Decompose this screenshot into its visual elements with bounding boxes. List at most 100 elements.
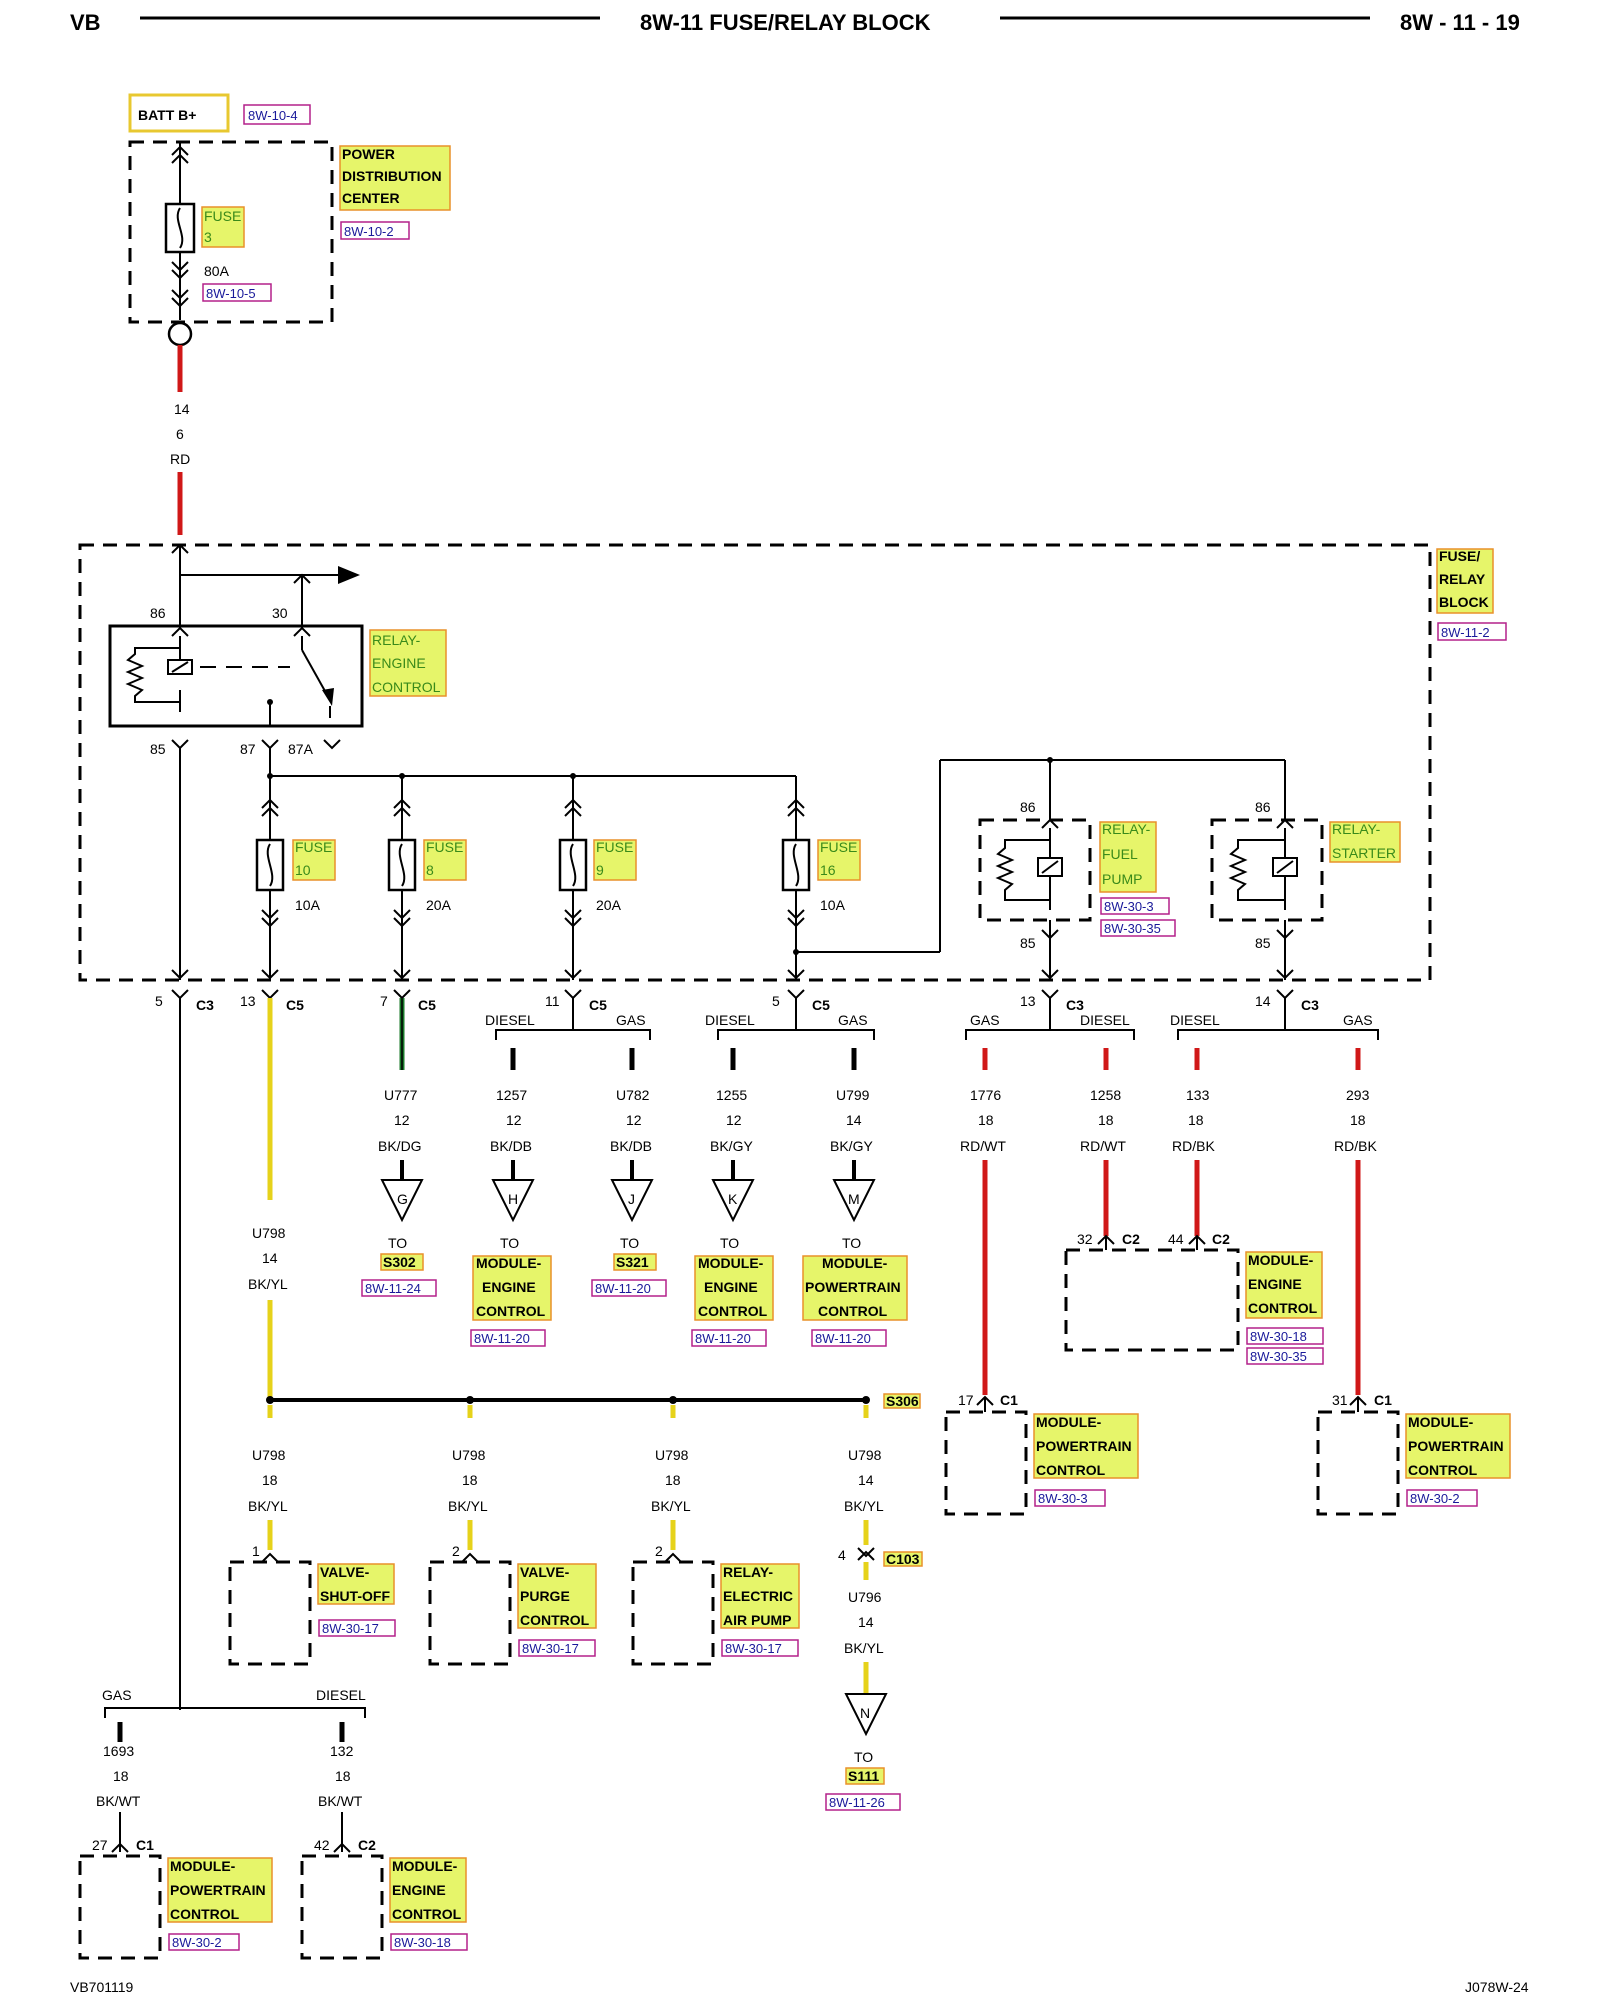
svg-text:TO: TO xyxy=(388,1235,407,1251)
relay-ecm-pin85: 85 xyxy=(150,741,166,757)
fuse-9-icon xyxy=(558,838,588,892)
split-c5-5-diesel: DIESEL xyxy=(705,1012,755,1028)
relay-fuel-ref-2: 8W-30-35 xyxy=(1104,921,1161,936)
svg-text:U798: U798 xyxy=(848,1447,882,1463)
split-c5-5-gas: GAS xyxy=(838,1012,868,1028)
svg-text:1776: 1776 xyxy=(970,1087,1001,1103)
svg-text:14: 14 xyxy=(858,1472,874,1488)
svg-text:8W-11-20: 8W-11-20 xyxy=(595,1281,651,1296)
fuse8-amps: 20A xyxy=(426,897,452,913)
svg-text:12: 12 xyxy=(626,1112,642,1128)
svg-text:8W-30-2: 8W-30-2 xyxy=(172,1935,222,1950)
svg-text:BK/YL: BK/YL xyxy=(844,1498,884,1514)
svg-text:TO: TO xyxy=(500,1235,519,1251)
wire-1258: 1258 18 RD/WT xyxy=(1080,1087,1126,1154)
svg-text:18: 18 xyxy=(335,1768,351,1784)
svg-text:TO: TO xyxy=(620,1235,639,1251)
svg-text:293: 293 xyxy=(1346,1087,1370,1103)
module-powertrain-control-fuel: 17 C1 MODULE- POWERTRAIN CONTROL 8W-30-3 xyxy=(944,1392,1139,1516)
svg-text:C2: C2 xyxy=(1122,1231,1140,1247)
fuse3-label-2: 3 xyxy=(204,229,212,245)
conn4-cav: 11 xyxy=(545,993,560,1009)
svg-text:S321: S321 xyxy=(616,1254,649,1270)
svg-text:8W-30-17: 8W-30-17 xyxy=(725,1641,782,1656)
relay-fuel-pin86: 86 xyxy=(1020,799,1036,815)
svg-text:C2: C2 xyxy=(358,1837,376,1853)
svg-text:BK/GY: BK/GY xyxy=(830,1138,873,1154)
svg-text:BK/DG: BK/DG xyxy=(378,1138,422,1154)
wire-1776: 1776 18 RD/WT xyxy=(960,1087,1006,1154)
svg-text:18: 18 xyxy=(1188,1112,1204,1128)
svg-text:U798: U798 xyxy=(655,1447,689,1463)
battery-source: BATT B+ 8W-10-4 xyxy=(128,93,311,133)
fuse10-amps: 10A xyxy=(295,897,321,913)
svg-text:RD/BK: RD/BK xyxy=(1172,1138,1215,1154)
batt-ref: 8W-10-4 xyxy=(248,108,298,123)
svg-text:DIESEL: DIESEL xyxy=(316,1687,366,1703)
svg-text:BK/WT: BK/WT xyxy=(96,1793,141,1809)
fuse10-label-1: FUSE xyxy=(295,839,332,855)
svg-text:POWERTRAIN: POWERTRAIN xyxy=(1036,1438,1132,1454)
terminal-g: G TO S302 8W-11-24 xyxy=(361,1179,437,1297)
terminal-j: J TO S321 8W-11-20 xyxy=(591,1179,667,1297)
svg-text:CONTROL: CONTROL xyxy=(392,1906,462,1922)
main-cavity: 14 xyxy=(174,401,190,417)
wire-293: 293 18 RD/BK xyxy=(1334,1087,1377,1154)
fuse9-label-1: FUSE xyxy=(596,839,633,855)
svg-text:GAS: GAS xyxy=(102,1687,132,1703)
svg-text:S306: S306 xyxy=(886,1393,919,1409)
svg-text:U777: U777 xyxy=(384,1087,418,1103)
svg-text:1: 1 xyxy=(252,1543,260,1559)
header-title: 8W-11 FUSE/RELAY BLOCK xyxy=(640,10,931,35)
relay-starter-pin86: 86 xyxy=(1255,799,1271,815)
svg-text:ENGINE: ENGINE xyxy=(704,1279,758,1295)
relay-starter: 86 RELAY- STARTER 85 xyxy=(1210,799,1401,980)
svg-text:8W-11-20: 8W-11-20 xyxy=(695,1331,751,1346)
fuse3-ref: 8W-10-5 xyxy=(206,286,256,301)
svg-text:C2: C2 xyxy=(1212,1231,1230,1247)
relay-fuel-name-1: RELAY- xyxy=(1102,821,1151,837)
conn2-name: C5 xyxy=(286,997,304,1013)
fuse16-label-2: 16 xyxy=(820,862,836,878)
split-c3-14-gas: GAS xyxy=(1343,1012,1373,1028)
conn5-name: C5 xyxy=(812,997,830,1013)
relay-starter-name-2: STARTER xyxy=(1332,845,1396,861)
svg-text:8W-11-20: 8W-11-20 xyxy=(815,1331,871,1346)
svg-text:1258: 1258 xyxy=(1090,1087,1121,1103)
svg-text:S302: S302 xyxy=(383,1254,416,1270)
svg-text:ENGINE: ENGINE xyxy=(392,1882,446,1898)
svg-text:CONTROL: CONTROL xyxy=(818,1303,888,1319)
svg-text:POWERTRAIN: POWERTRAIN xyxy=(170,1882,266,1898)
frb-name-3: BLOCK xyxy=(1439,594,1489,610)
svg-text:4: 4 xyxy=(838,1547,846,1563)
svg-text:U798: U798 xyxy=(252,1225,286,1241)
page-header: VB 8W-11 FUSE/RELAY BLOCK 8W - 11 - 19 xyxy=(70,10,1520,35)
svg-text:MODULE-: MODULE- xyxy=(392,1858,458,1874)
svg-text:K: K xyxy=(728,1191,738,1207)
module-engine-control-c2: 32 C2 44 C2 MODULE- ENGINE CONTROL 8W-30… xyxy=(1064,1231,1324,1365)
top-wire-labels: U777 12 BK/DG 1257 12 BK/DB U782 12 BK/D… xyxy=(378,1087,1377,1154)
split-c3-14-diesel: DIESEL xyxy=(1170,1012,1220,1028)
svg-text:12: 12 xyxy=(726,1112,742,1128)
svg-text:2: 2 xyxy=(452,1543,460,1559)
svg-text:U798: U798 xyxy=(452,1447,486,1463)
svg-text:31: 31 xyxy=(1332,1392,1348,1408)
relay-starter-pin85: 85 xyxy=(1255,935,1271,951)
wire-1255: 1255 12 BK/GY xyxy=(710,1087,753,1154)
fuse-8-icon xyxy=(387,838,417,892)
fuse9-label-2: 9 xyxy=(596,862,604,878)
svg-text:BK/YL: BK/YL xyxy=(248,1498,288,1514)
ground-terminals: G TO S302 8W-11-24 H TO MODULE- ENGINE C… xyxy=(361,1179,908,1347)
batt-label: BATT B+ xyxy=(138,107,196,123)
relay-ecm-name-1: RELAY- xyxy=(372,632,421,648)
relay-ecm-pin87a: 87A xyxy=(288,741,314,757)
wire-u799: U799 14 BK/GY xyxy=(830,1087,873,1154)
svg-text:BK/GY: BK/GY xyxy=(710,1138,753,1154)
svg-text:8W-30-2: 8W-30-2 xyxy=(1410,1491,1460,1506)
fuse10-label-2: 10 xyxy=(295,862,311,878)
branch-relay-air-pump: U798 18 BK/YL 2 RELAY- ELECTRIC AIR PUMP… xyxy=(631,1447,800,1666)
header-left: VB xyxy=(70,10,101,35)
svg-text:14: 14 xyxy=(858,1614,874,1630)
svg-text:BK/YL: BK/YL xyxy=(248,1276,288,1292)
